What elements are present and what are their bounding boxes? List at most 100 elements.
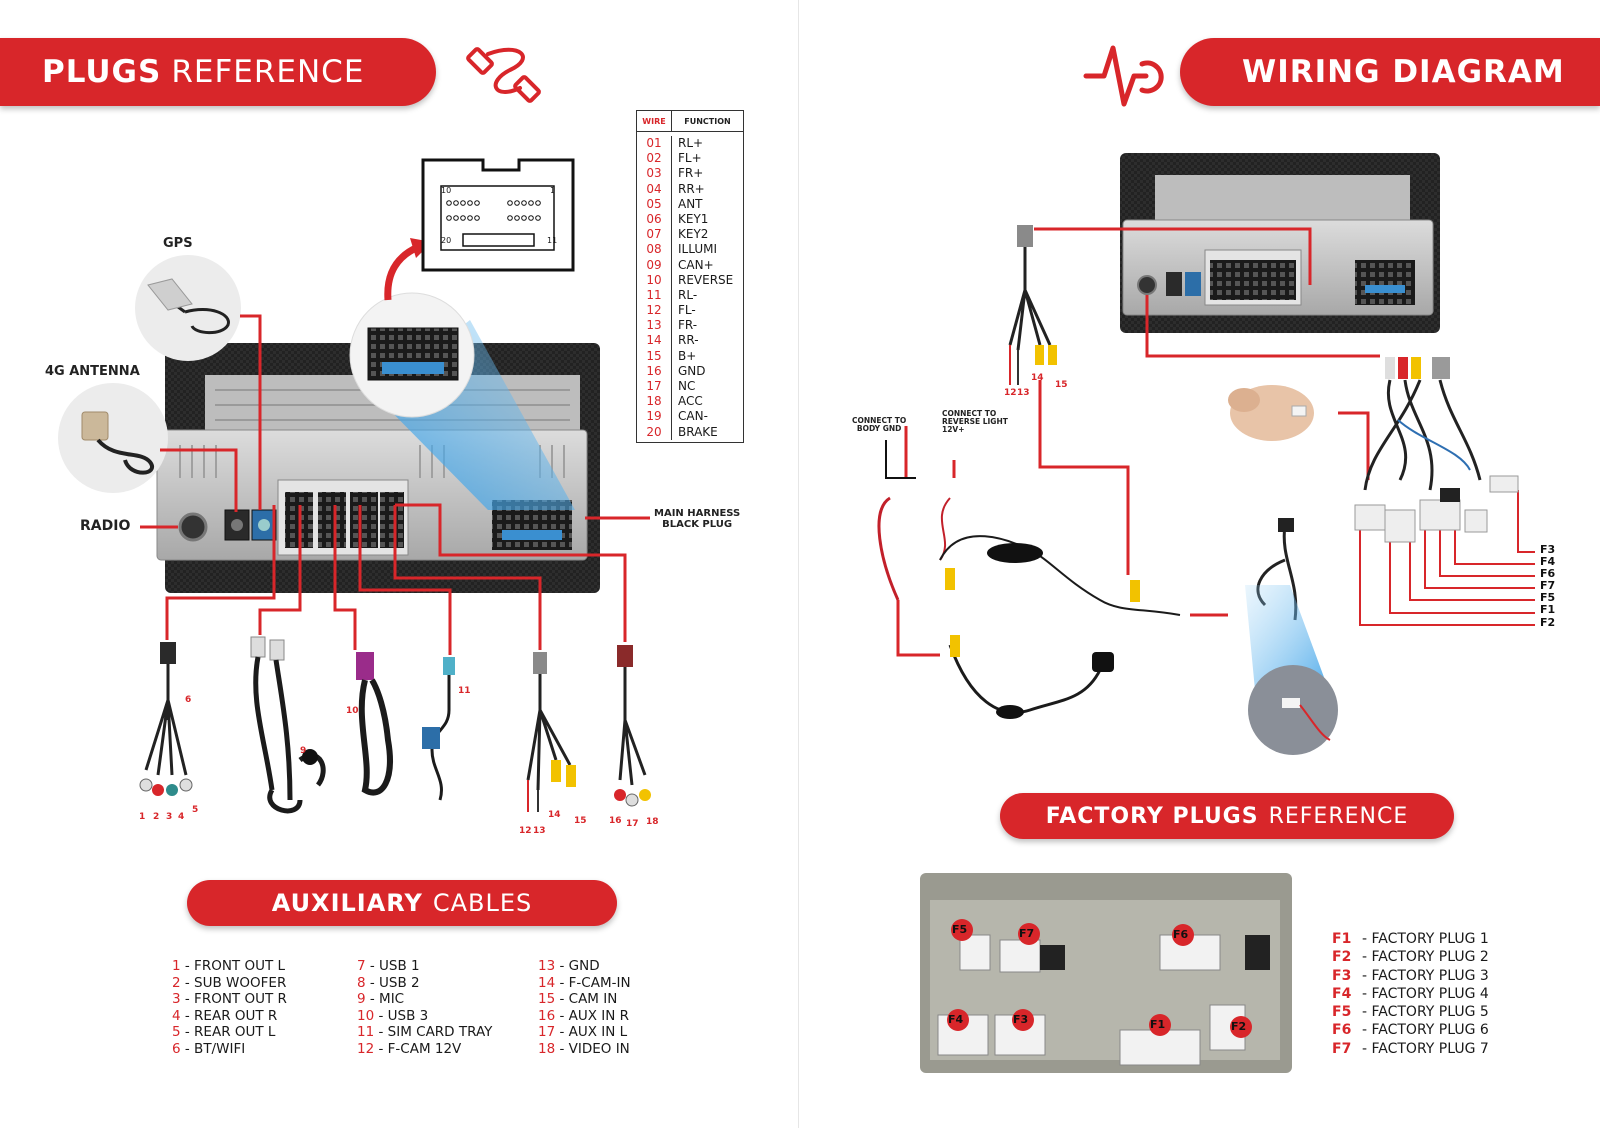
aux-item-text: - MIC xyxy=(369,991,405,1007)
aux-list-item: 14 - F-CAM-IN xyxy=(538,975,631,992)
aux-item-number: 2 xyxy=(172,974,181,991)
wire-number-14: 14 xyxy=(1031,373,1044,383)
factory-plug-item: F5- FACTORY PLUG 5 xyxy=(1332,1003,1489,1021)
wire-number: 17 xyxy=(646,379,662,393)
function-column-header: FUNCTION xyxy=(684,116,731,126)
f-tag: F1 xyxy=(1540,603,1556,617)
photo-label-f2: F2 xyxy=(1231,1020,1247,1033)
aux-item-text: - USB 3 xyxy=(378,1007,429,1024)
aux-item-number: 13 xyxy=(538,958,556,974)
aux-item-text: - AUX IN R xyxy=(559,1007,630,1024)
pin-label-1: 1 xyxy=(550,186,556,195)
cable-number-16: 16 xyxy=(609,816,622,826)
wire-function: ANT xyxy=(678,196,703,211)
aux-cable-usb xyxy=(250,636,326,814)
aux-item-number: 17 xyxy=(538,1024,556,1040)
aux-list-item: 1 - FRONT OUT L xyxy=(172,958,287,975)
pin-label-20: 20 xyxy=(441,236,452,245)
aux-item-number: 8 xyxy=(357,974,366,991)
aux-cable-11 xyxy=(422,657,455,801)
aux-list-item: 11 - SIM CARD TRAY xyxy=(357,1024,492,1041)
factory-plug-item: F6 - FACTORY PLUG 6 xyxy=(1332,1021,1489,1039)
aux-item-number: 15 xyxy=(538,991,556,1007)
aux-item-number: 14 xyxy=(538,974,556,991)
aux-item-number: 16 xyxy=(538,1007,556,1024)
wire-function: NC xyxy=(678,379,696,393)
wiring-diagram-header: WIRING DIAGRAM xyxy=(1180,38,1600,106)
factory-plug-item: F1- FACTORY PLUG 1 xyxy=(1332,930,1489,948)
factory-plug-text: - FACTORY PLUG 7 xyxy=(1362,1040,1489,1057)
wire-number: 04 xyxy=(646,181,662,196)
wire-function: RL- xyxy=(678,287,698,302)
wire-number: 12 xyxy=(646,303,662,318)
photo-label-f3: F3 xyxy=(1013,1013,1029,1026)
cable-number-9: 9 xyxy=(300,746,307,756)
aux-item-number: 1 xyxy=(172,958,181,974)
plugs-header-bold: PLUGS xyxy=(42,54,162,90)
aux-item-text: - BT/WIFI xyxy=(184,1040,246,1057)
factory-plug-text: - FACTORY PLUG 3 xyxy=(1362,967,1489,984)
aux-list-item: 5 - REAR OUT L xyxy=(172,1024,287,1041)
pulse-icon xyxy=(1083,45,1164,107)
f-tag: F2 xyxy=(1540,615,1556,629)
factory-plug-code: F4 xyxy=(1332,985,1352,1002)
aux-item-text: - F-CAM-IN xyxy=(559,974,631,991)
factory-plug-code: F3 xyxy=(1332,967,1352,984)
factory-plug-item: F2- FACTORY PLUG 2 xyxy=(1332,948,1489,966)
aux-item-number: 3 xyxy=(172,991,181,1007)
aux-list-item: 10 - USB 3 xyxy=(357,1008,492,1025)
wire-number: 10 xyxy=(646,272,662,287)
wire-function: KEY2 xyxy=(678,227,709,242)
factory-plug-text: - FACTORY PLUG 5 xyxy=(1362,1004,1489,1021)
wire-number: 08 xyxy=(646,242,662,257)
factory-plug-code: F2 xyxy=(1332,949,1352,966)
aux-list-item: 18 - VIDEO IN xyxy=(538,1041,631,1058)
pin-label-11: 11 xyxy=(547,236,558,245)
aux-item-number: 9 xyxy=(357,991,366,1007)
wire-number: 01 xyxy=(646,136,662,150)
factory-plug-item: F3 - FACTORY PLUG 3 xyxy=(1332,967,1489,985)
wire-number: 09 xyxy=(646,257,662,272)
wire-number-15: 15 xyxy=(1055,380,1068,390)
aux-list-item: 13 - GND xyxy=(538,958,631,975)
aux-cable-10 xyxy=(356,652,393,796)
gps-label: GPS xyxy=(163,236,193,251)
wire-function: RR+ xyxy=(678,181,705,196)
cable-number-18: 18 xyxy=(646,817,659,827)
aux-list-item: 4 - REAR OUT R xyxy=(172,1008,287,1025)
wire-number: 16 xyxy=(646,363,662,378)
factory-plug-code: F6 xyxy=(1332,1022,1352,1039)
aux-list-item: 8 - USB 2 xyxy=(357,975,492,992)
aux-list-item: 16 - AUX IN R xyxy=(538,1008,631,1025)
wire-number: 13 xyxy=(646,318,662,333)
factory-harness xyxy=(1354,357,1519,543)
cable-number-5: 5 xyxy=(192,805,199,815)
aux-item-text: - VIDEO IN xyxy=(559,1040,630,1057)
wire-function: FR+ xyxy=(678,166,704,181)
aux-list-item: 2 - SUB WOOFER xyxy=(172,975,287,992)
photo-label-f1: F1 xyxy=(1150,1018,1166,1031)
wire-number: 03 xyxy=(646,166,662,181)
aux-cable-12-15 xyxy=(526,652,576,812)
aux-list-item: 17 - AUX IN L xyxy=(538,1024,631,1041)
aux-item-text: - USB 2 xyxy=(369,974,420,991)
cable-number-3: 3 xyxy=(166,812,173,822)
aux-item-text: - CAM IN xyxy=(559,991,618,1007)
pin-label-10: 10 xyxy=(441,186,452,195)
wire-function: FL- xyxy=(678,303,696,318)
factory-plug-text: - FACTORY PLUG 6 xyxy=(1362,1022,1489,1039)
wire-function: FR- xyxy=(678,318,698,333)
cable-number-14: 14 xyxy=(548,810,561,820)
aux-item-number: 11 xyxy=(357,1024,375,1040)
factory-plug-text: - FACTORY PLUG 4 xyxy=(1362,985,1489,1002)
photo-label-f7: F7 xyxy=(1019,927,1035,940)
aux-item-number: 7 xyxy=(357,958,366,974)
aux-list-item: 7 - USB 1 xyxy=(357,958,492,975)
wire-function: ACC xyxy=(678,394,703,409)
